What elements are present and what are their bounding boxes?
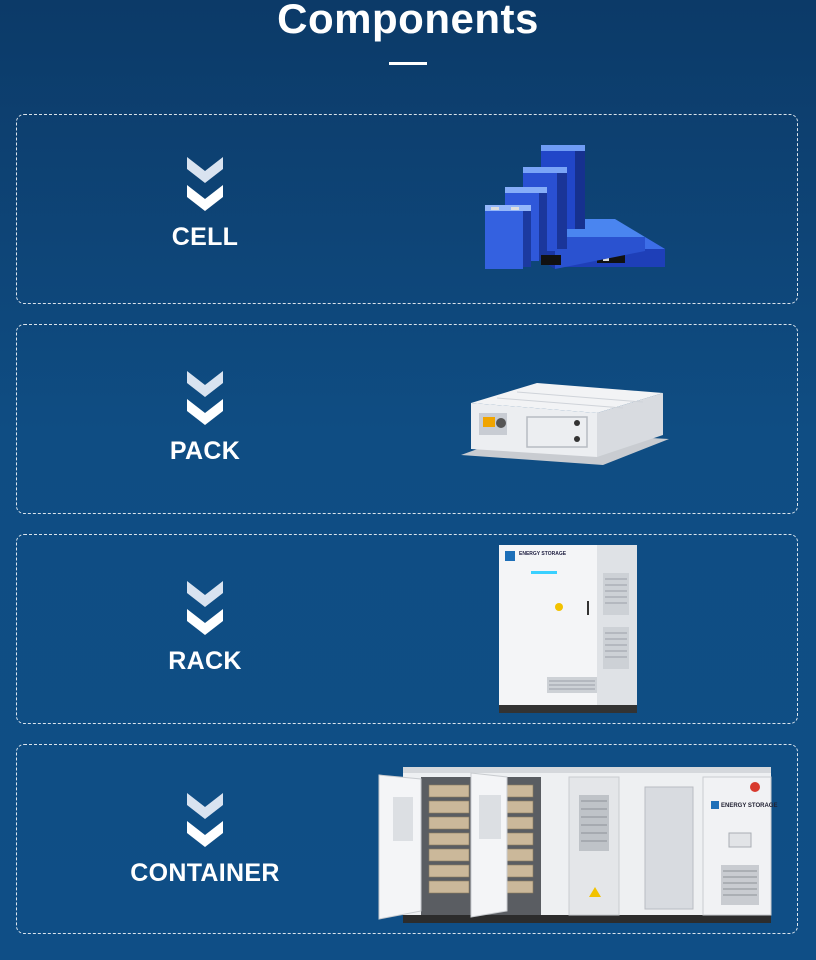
battery-cells-image: [485, 145, 665, 269]
page-title: Components: [277, 0, 539, 42]
component-label-pack: PACK: [169, 437, 241, 465]
component-label-rack: RACK: [168, 647, 242, 675]
container-logo-text: ENERGY STORAGE: [721, 803, 777, 809]
battery-rack-cabinet-image: ENERGY STORAGE: [499, 545, 637, 713]
battery-pack-image: [461, 383, 669, 465]
component-card-container: CONTAINER: [16, 744, 798, 934]
component-card-pack: PACK: [16, 324, 798, 514]
chevron-double-down-icon: [187, 157, 223, 211]
rack-logo-text: ENERGY STORAGE: [519, 551, 567, 557]
component-label-container: CONTAINER: [130, 859, 280, 887]
chevron-double-down-icon: [187, 581, 223, 635]
chevron-double-down-icon: [187, 793, 223, 847]
component-card-cell: CELL: [16, 114, 798, 304]
energy-storage-container-image: ENERGY STORAGE: [378, 767, 777, 923]
component-card-rack: RACK ENERGY STORAGE: [16, 534, 798, 724]
chevron-double-down-icon: [187, 371, 223, 425]
title-underline: [389, 62, 427, 65]
component-label-cell: CELL: [171, 223, 239, 251]
